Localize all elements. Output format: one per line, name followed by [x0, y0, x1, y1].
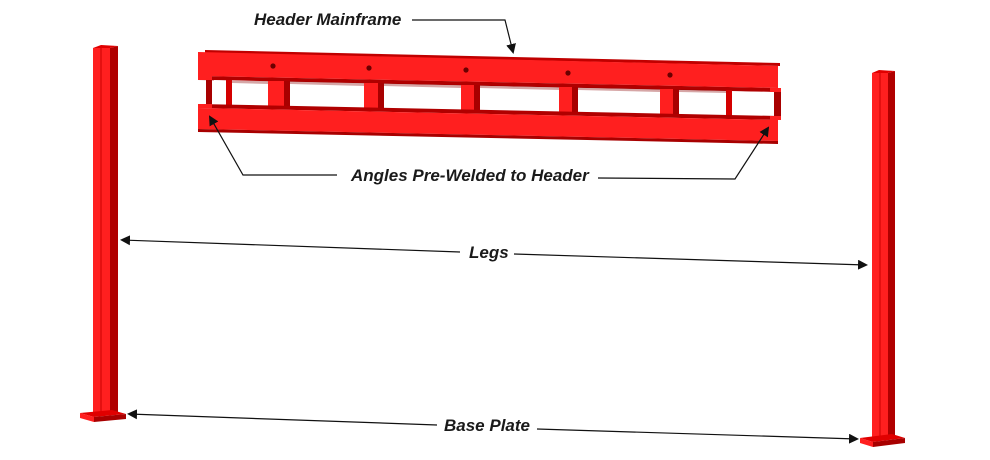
left-leg [80, 45, 126, 422]
header-mainframe-leader [412, 19, 516, 54]
left-angle-bottom [198, 104, 212, 108]
header-mainframe-label: Header Mainframe [254, 10, 402, 29]
angles-label: Angles Pre-Welded to Header [351, 166, 589, 185]
right-leg-top [872, 70, 895, 73]
right-base-plate-top [860, 434, 905, 442]
left-base-plate-side [94, 414, 126, 422]
left-leg-side [110, 46, 118, 415]
right-angle-top [770, 88, 781, 92]
base-plate-leader-left [127, 409, 438, 426]
angles-leader-right [597, 126, 770, 180]
legs-leader-right [513, 253, 868, 270]
right-leg-side [888, 71, 895, 438]
right-angle-bottom [770, 116, 781, 120]
header-end-angles [198, 76, 781, 120]
legs-leader-left [120, 235, 461, 253]
left-angle-top [198, 76, 212, 80]
header-webs [226, 80, 732, 117]
legs-label: Legs [469, 243, 509, 262]
header-bottom-rail [198, 108, 778, 141]
right-base-plate-side [873, 438, 905, 447]
left-leg-top [93, 45, 118, 48]
right-leg [860, 70, 905, 447]
callout-lines [120, 19, 868, 444]
header-mainframe [198, 50, 781, 144]
angles-leader-left [209, 115, 337, 176]
left-base-plate-top [80, 410, 126, 417]
right-base-plate-front [860, 438, 873, 447]
bolt-holes [270, 63, 673, 78]
base-plate-label: Base Plate [444, 416, 530, 435]
base-plate-leader-right [536, 428, 859, 444]
left-base-plate-front [80, 413, 94, 422]
